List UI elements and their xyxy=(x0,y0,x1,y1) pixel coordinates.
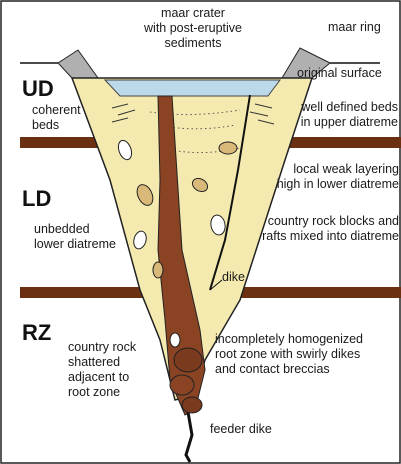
maar-ring-left xyxy=(58,50,98,78)
label-homogenized: incompletely homogenized root zone with … xyxy=(215,332,363,377)
label-unbedded: unbedded lower diatreme xyxy=(34,222,116,252)
marker-bed-left-2 xyxy=(20,287,158,298)
feeder-dike-tail xyxy=(186,412,192,462)
label-coherent-beds: coherent beds xyxy=(32,103,81,133)
root-zone-bulb-1 xyxy=(174,348,202,372)
label-weak-layering: local weak layering high in lower diatre… xyxy=(256,162,399,192)
label-well-defined-beds: well defined beds in upper diatreme xyxy=(286,100,398,130)
marker-bed-left-1 xyxy=(20,137,104,148)
label-country-rock-blocks: country rock blocks and rafts mixed into… xyxy=(238,214,399,244)
root-zone-bulb-3 xyxy=(182,397,202,413)
label-feeder-dike: feeder dike xyxy=(210,422,272,437)
clast xyxy=(170,333,180,347)
zone-label-root-zone: RZ xyxy=(22,320,51,346)
label-maar-ring: maar ring xyxy=(328,20,381,35)
root-zone-bulb-2 xyxy=(170,375,194,395)
label-original-surface: original surface xyxy=(297,66,382,81)
label-shattered: country rock shattered adjacent to root … xyxy=(68,340,136,400)
zone-label-lower-diatreme: LD xyxy=(22,186,51,212)
clast xyxy=(219,142,237,154)
zone-label-upper-diatreme: UD xyxy=(22,76,54,102)
crater-sediments xyxy=(105,80,280,96)
label-maar-crater: maar crater with post-eruptive sediments xyxy=(118,6,268,51)
clast xyxy=(153,262,163,278)
label-dike: dike xyxy=(222,270,245,285)
